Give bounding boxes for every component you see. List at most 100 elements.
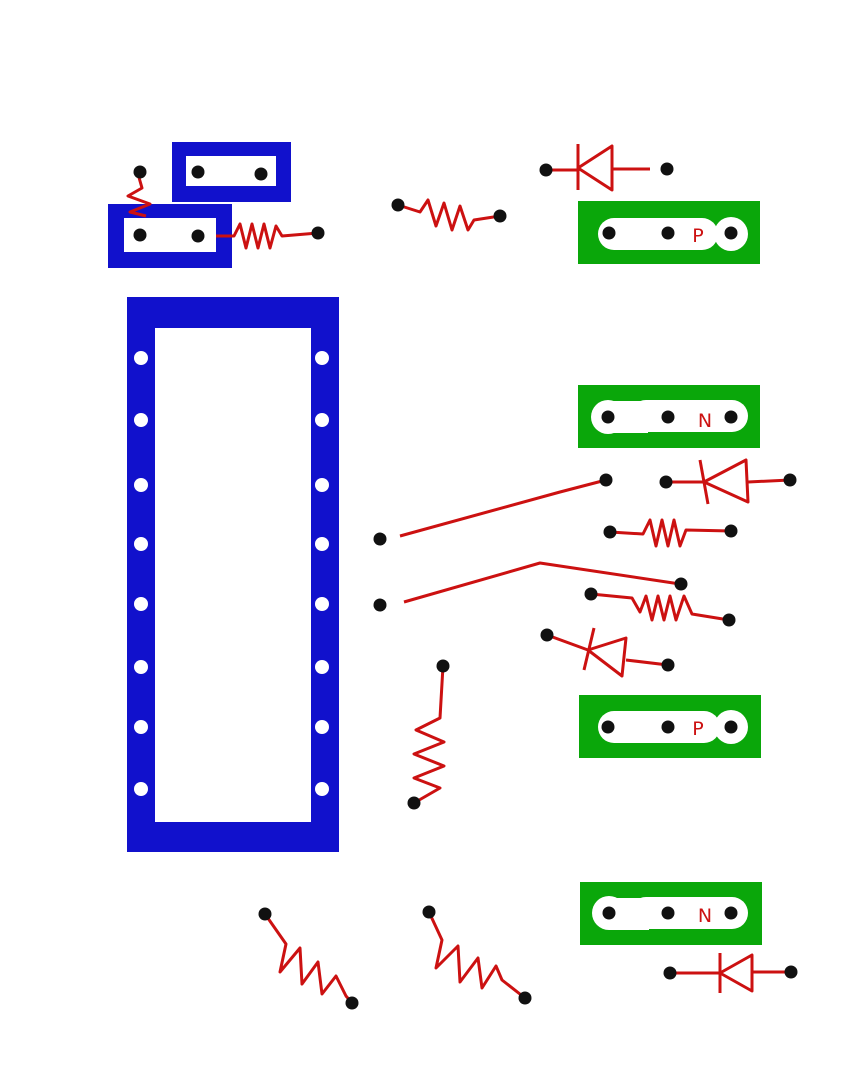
pad-40 [518, 991, 532, 1005]
resistor-r7 [427, 911, 526, 1000]
pad-4 [133, 228, 147, 242]
ic-pin-left-7 [134, 720, 148, 734]
resistor-r3 [609, 518, 732, 548]
pad-42 [784, 965, 798, 979]
connection-pads [133, 162, 798, 1010]
resistor-r8-body [126, 173, 152, 218]
pad-34 [602, 906, 616, 920]
ic-pin-right-3 [315, 478, 329, 492]
resistor-r2 [216, 222, 319, 250]
diode-d3-lead-left [546, 633, 589, 652]
transistor-q4-window [630, 897, 748, 929]
ic-pin-right-8 [315, 782, 329, 796]
pad-13 [724, 226, 738, 240]
transistor-q3-window [598, 711, 720, 743]
resistor-r6 [263, 913, 354, 1004]
pad-14 [601, 410, 615, 424]
pad-31 [601, 720, 615, 734]
transistor-q4-label: N [698, 905, 712, 927]
pad-9 [539, 163, 553, 177]
pad-23 [373, 598, 387, 612]
pad-16 [724, 410, 738, 424]
resistor-r4 [590, 592, 730, 622]
pad-10 [660, 162, 674, 176]
ic-pin-left-2 [134, 413, 148, 427]
pad-5 [191, 229, 205, 243]
transistor-q4-bridge [609, 898, 649, 930]
pad-28 [661, 658, 675, 672]
diode-d3-lead-right [625, 658, 669, 667]
pad-8 [493, 209, 507, 223]
resistor-r3-body [609, 518, 732, 548]
diode-d2-triangle [702, 458, 750, 504]
pad-29 [436, 659, 450, 673]
diode-d3-triangle [586, 636, 628, 678]
transistor-q3-label: P [692, 718, 703, 740]
ic-pin-right-1 [315, 351, 329, 365]
ic-pins [134, 351, 329, 796]
pad-37 [258, 907, 272, 921]
pad-27 [540, 628, 554, 642]
resistor-r5-body [412, 665, 446, 805]
pad-1 [133, 165, 147, 179]
transistor-q1-label: P [692, 225, 703, 247]
transistor-q2-window [630, 400, 748, 432]
pad-26 [722, 613, 736, 627]
pad-25 [584, 587, 598, 601]
resistor-r1 [397, 198, 501, 232]
pad-39 [422, 905, 436, 919]
diode-d4-triangle [718, 953, 754, 993]
diode-d1-triangle [576, 144, 614, 192]
ic-pin-left-8 [134, 782, 148, 796]
pad-21 [603, 525, 617, 539]
pad-12 [661, 226, 675, 240]
resistor-r8 [126, 173, 152, 218]
pad-32 [661, 720, 675, 734]
ic-package [127, 297, 339, 852]
pad-2 [191, 165, 205, 179]
pad-15 [661, 410, 675, 424]
header-top [172, 142, 291, 202]
pad-19 [783, 473, 797, 487]
ic-pin-left-5 [134, 597, 148, 611]
transistor-q2-bridge [608, 401, 648, 433]
transistor-q2-label: N [698, 410, 712, 432]
pad-20 [373, 532, 387, 546]
ic-window [155, 328, 311, 822]
ic-pin-right-6 [315, 660, 329, 674]
pad-41 [663, 966, 677, 980]
ic-pin-right-4 [315, 537, 329, 551]
wire-2-body [403, 561, 681, 604]
ic-pin-right-7 [315, 720, 329, 734]
resistor-r4-body [590, 592, 730, 622]
diode-d4 [670, 953, 791, 993]
header-bottom [108, 204, 232, 268]
diode-d1 [546, 144, 650, 192]
ic-pin-right-5 [315, 597, 329, 611]
pad-38 [345, 996, 359, 1010]
diode-d3 [546, 627, 669, 678]
pad-36 [724, 906, 738, 920]
wire-1 [399, 478, 607, 538]
pad-33 [724, 720, 738, 734]
pad-18 [659, 475, 673, 489]
resistor-r6-body [263, 913, 354, 1004]
pad-11 [602, 226, 616, 240]
diode-d2-lead-right [747, 478, 791, 484]
resistor-r7-body [427, 911, 526, 1000]
ic-pin-left-3 [134, 478, 148, 492]
ic-pin-right-2 [315, 413, 329, 427]
pad-35 [661, 906, 675, 920]
resistor-r5 [412, 665, 446, 805]
pad-6 [311, 226, 325, 240]
ic-pin-left-6 [134, 660, 148, 674]
pad-7 [391, 198, 405, 212]
pad-22 [724, 524, 738, 538]
wire-1-body [399, 478, 607, 538]
pad-30 [407, 796, 421, 810]
resistor-r2-body [216, 222, 319, 250]
wire-2 [403, 561, 681, 604]
transistor-q1-window [598, 218, 718, 250]
pad-17 [599, 473, 613, 487]
